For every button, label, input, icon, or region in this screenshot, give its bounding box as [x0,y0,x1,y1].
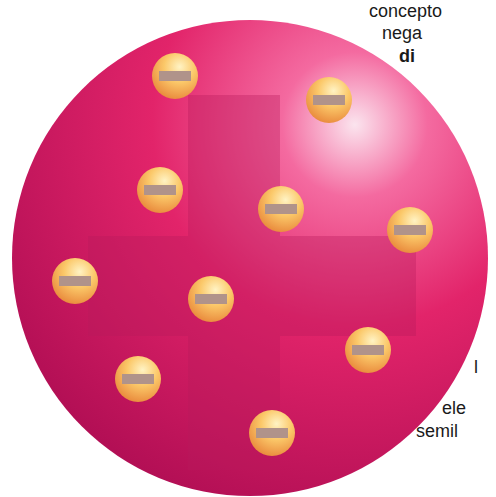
plus-sign [88,95,416,470]
text-fragment: semil [416,420,458,442]
electrons [52,53,433,456]
text-fragment: nega [382,22,422,44]
text-fragment: concepto [369,0,442,22]
text-fragment: l [474,356,478,378]
text-fragment: di [399,45,415,67]
text-fragment: ele [442,397,466,419]
positive-sphere [12,20,488,496]
